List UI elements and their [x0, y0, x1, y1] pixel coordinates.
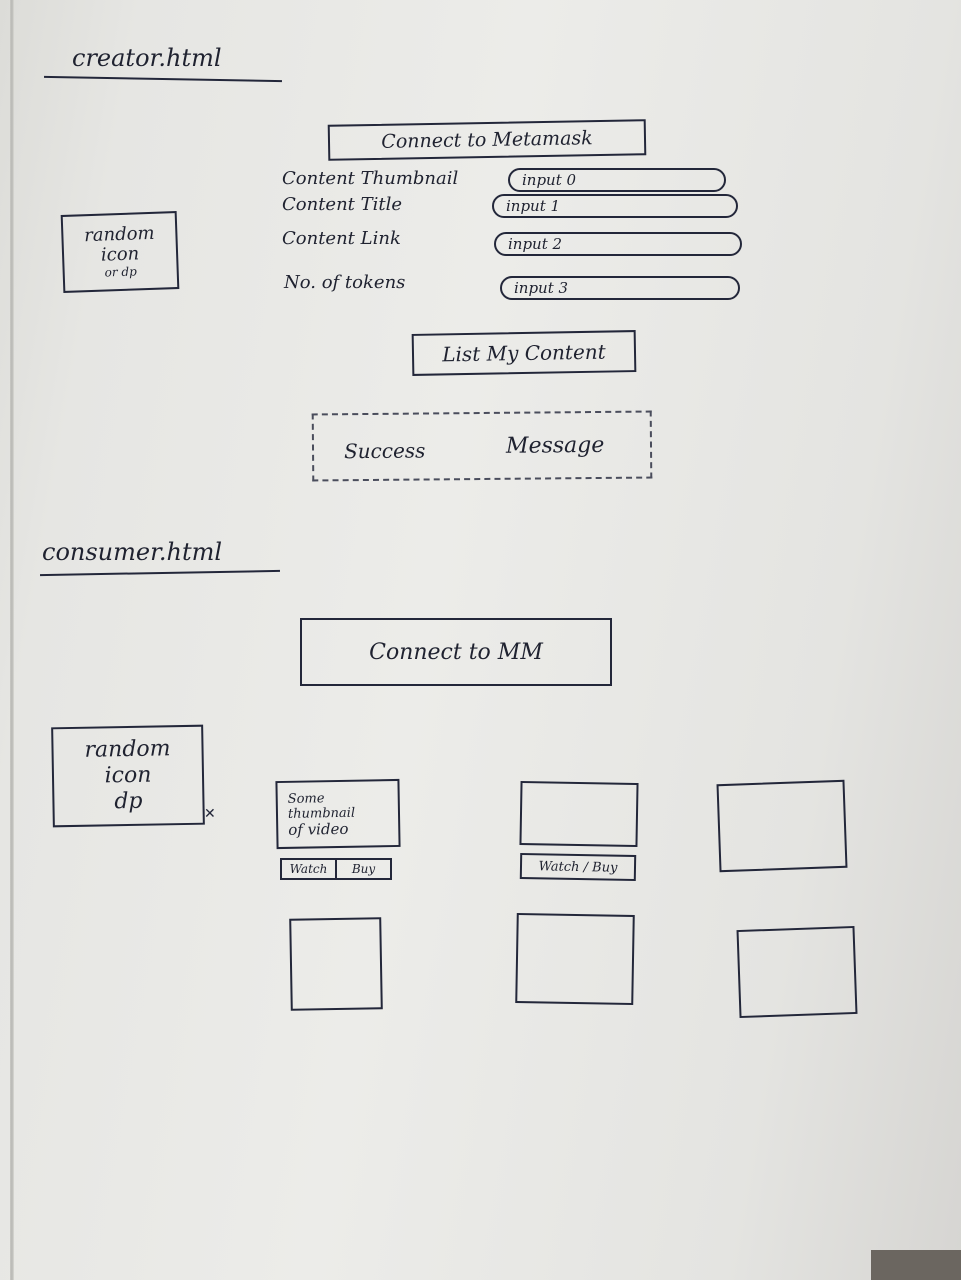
- field-label-tokens: No. of tokens: [284, 272, 406, 293]
- connect-metamask-button[interactable]: Connect to Metamask: [327, 119, 647, 161]
- table-corner: [871, 1250, 961, 1280]
- creator-avatar-placeholder: random icon or dp: [60, 210, 180, 294]
- consumer-avatar-line-3: dp: [114, 788, 143, 815]
- field-label-link: Content Link: [282, 228, 401, 249]
- success-text: Success: [343, 438, 426, 464]
- video-card-6-thumbnail[interactable]: [736, 925, 858, 1019]
- buy-label: Buy: [351, 862, 376, 876]
- field-label-thumbnail: Content Thumbnail: [282, 168, 459, 189]
- watch-button[interactable]: Watch: [282, 860, 337, 878]
- creator-avatar-line-3: or dp: [104, 264, 137, 280]
- avatar-arrow-icon: ✕: [204, 806, 216, 822]
- watch-label: Watch: [289, 862, 328, 876]
- list-content-label: List My Content: [442, 339, 606, 367]
- consumer-avatar-line-1: random: [84, 736, 171, 763]
- title-input-text: input 1: [506, 197, 561, 215]
- creator-heading: creator.html: [72, 44, 222, 72]
- thumbnail-input[interactable]: input 0: [508, 168, 726, 192]
- connect-mm-label: Connect to MM: [369, 639, 543, 665]
- thumb-text-line-3: of video: [288, 819, 349, 839]
- link-input-text: input 2: [508, 235, 563, 253]
- thumbnail-input-text: input 0: [522, 171, 577, 189]
- list-content-button[interactable]: List My Content: [411, 330, 637, 376]
- video-card-1-thumbnail[interactable]: Some thumbnail of video: [275, 778, 401, 850]
- consumer-heading: consumer.html: [42, 538, 223, 566]
- creator-avatar-line-2: icon: [100, 243, 140, 266]
- success-message-box: Success Message: [311, 410, 653, 482]
- tokens-input[interactable]: input 3: [500, 276, 740, 300]
- title-input[interactable]: input 1: [492, 194, 738, 218]
- video-card-1-actions: Watch Buy: [280, 858, 392, 880]
- buy-button[interactable]: Buy: [337, 860, 390, 878]
- video-card-2-thumbnail[interactable]: [519, 780, 639, 848]
- field-label-title: Content Title: [282, 194, 403, 215]
- consumer-avatar-line-2: icon: [104, 762, 152, 789]
- consumer-avatar-placeholder: random icon dp: [51, 724, 205, 828]
- thumb-text-line-1: Some: [287, 790, 325, 807]
- connect-metamask-label: Connect to Metamask: [381, 127, 593, 153]
- video-card-4-thumbnail[interactable]: [289, 917, 383, 1011]
- video-card-5-thumbnail[interactable]: [515, 912, 635, 1006]
- link-input[interactable]: input 2: [494, 232, 742, 256]
- message-text: Message: [505, 432, 605, 459]
- paper-fold: [10, 0, 14, 1280]
- tokens-input-text: input 3: [514, 279, 569, 297]
- video-card-2-actions-label: Watch / Buy: [538, 858, 618, 876]
- video-card-2-actions[interactable]: Watch / Buy: [519, 852, 637, 882]
- creator-avatar-line-1: random: [83, 222, 155, 247]
- connect-mm-button[interactable]: Connect to MM: [300, 618, 612, 686]
- video-card-3-thumbnail[interactable]: [716, 779, 848, 873]
